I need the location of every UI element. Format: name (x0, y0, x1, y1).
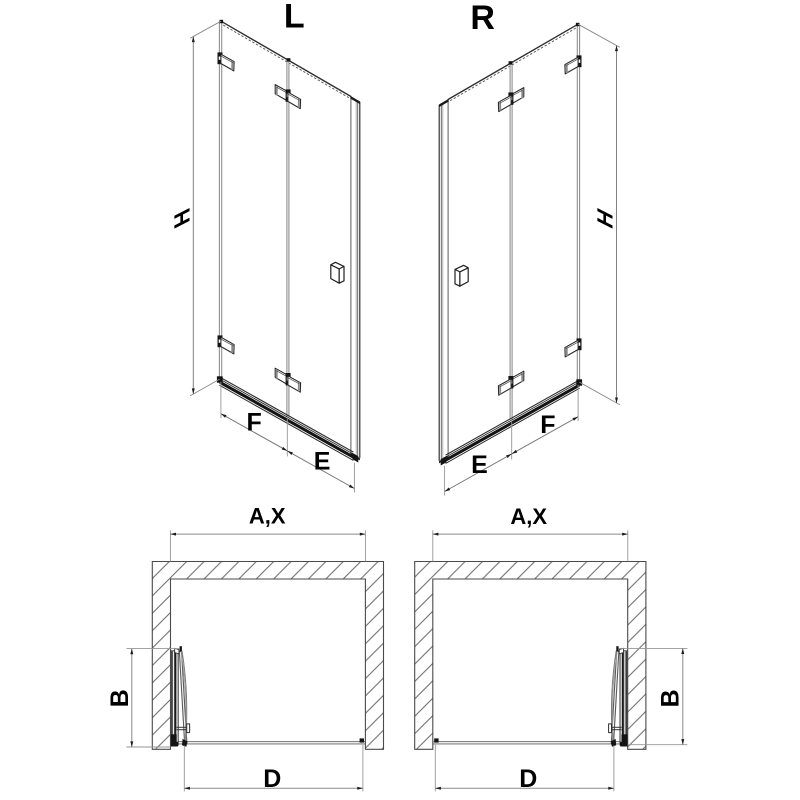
left-version-title: L (284, 0, 305, 36)
height-dimension-left (189, 20, 222, 397)
door-drawing-left (217, 20, 360, 493)
entry-width-label-left: D (263, 765, 281, 793)
entry-width-label-right: D (519, 765, 537, 793)
right-version-title: R (470, 0, 495, 37)
opening-width-label-right: A,X (510, 504, 547, 529)
door-panel-label-left: E (314, 447, 331, 475)
fold-depth-label-left: B (106, 689, 134, 707)
plan-view-left (126, 530, 384, 791)
height-label-right: H (593, 204, 617, 232)
height-dimension-right (577, 23, 621, 406)
fixed-panel-label-right: F (540, 411, 555, 439)
opening-width-label-left: A,X (249, 504, 286, 529)
plan-view-right (415, 530, 688, 791)
height-label-left: H (170, 204, 194, 232)
door-drawing-right (439, 23, 582, 496)
door-panel-label-right: E (471, 451, 488, 479)
fold-depth-dimension-left (126, 648, 180, 748)
fixed-panel-label-left: F (246, 408, 261, 436)
fold-depth-dimension-right (618, 647, 688, 746)
perspective-view-right (439, 23, 621, 496)
perspective-view-left (189, 20, 360, 493)
fold-depth-label-right: B (656, 689, 684, 707)
